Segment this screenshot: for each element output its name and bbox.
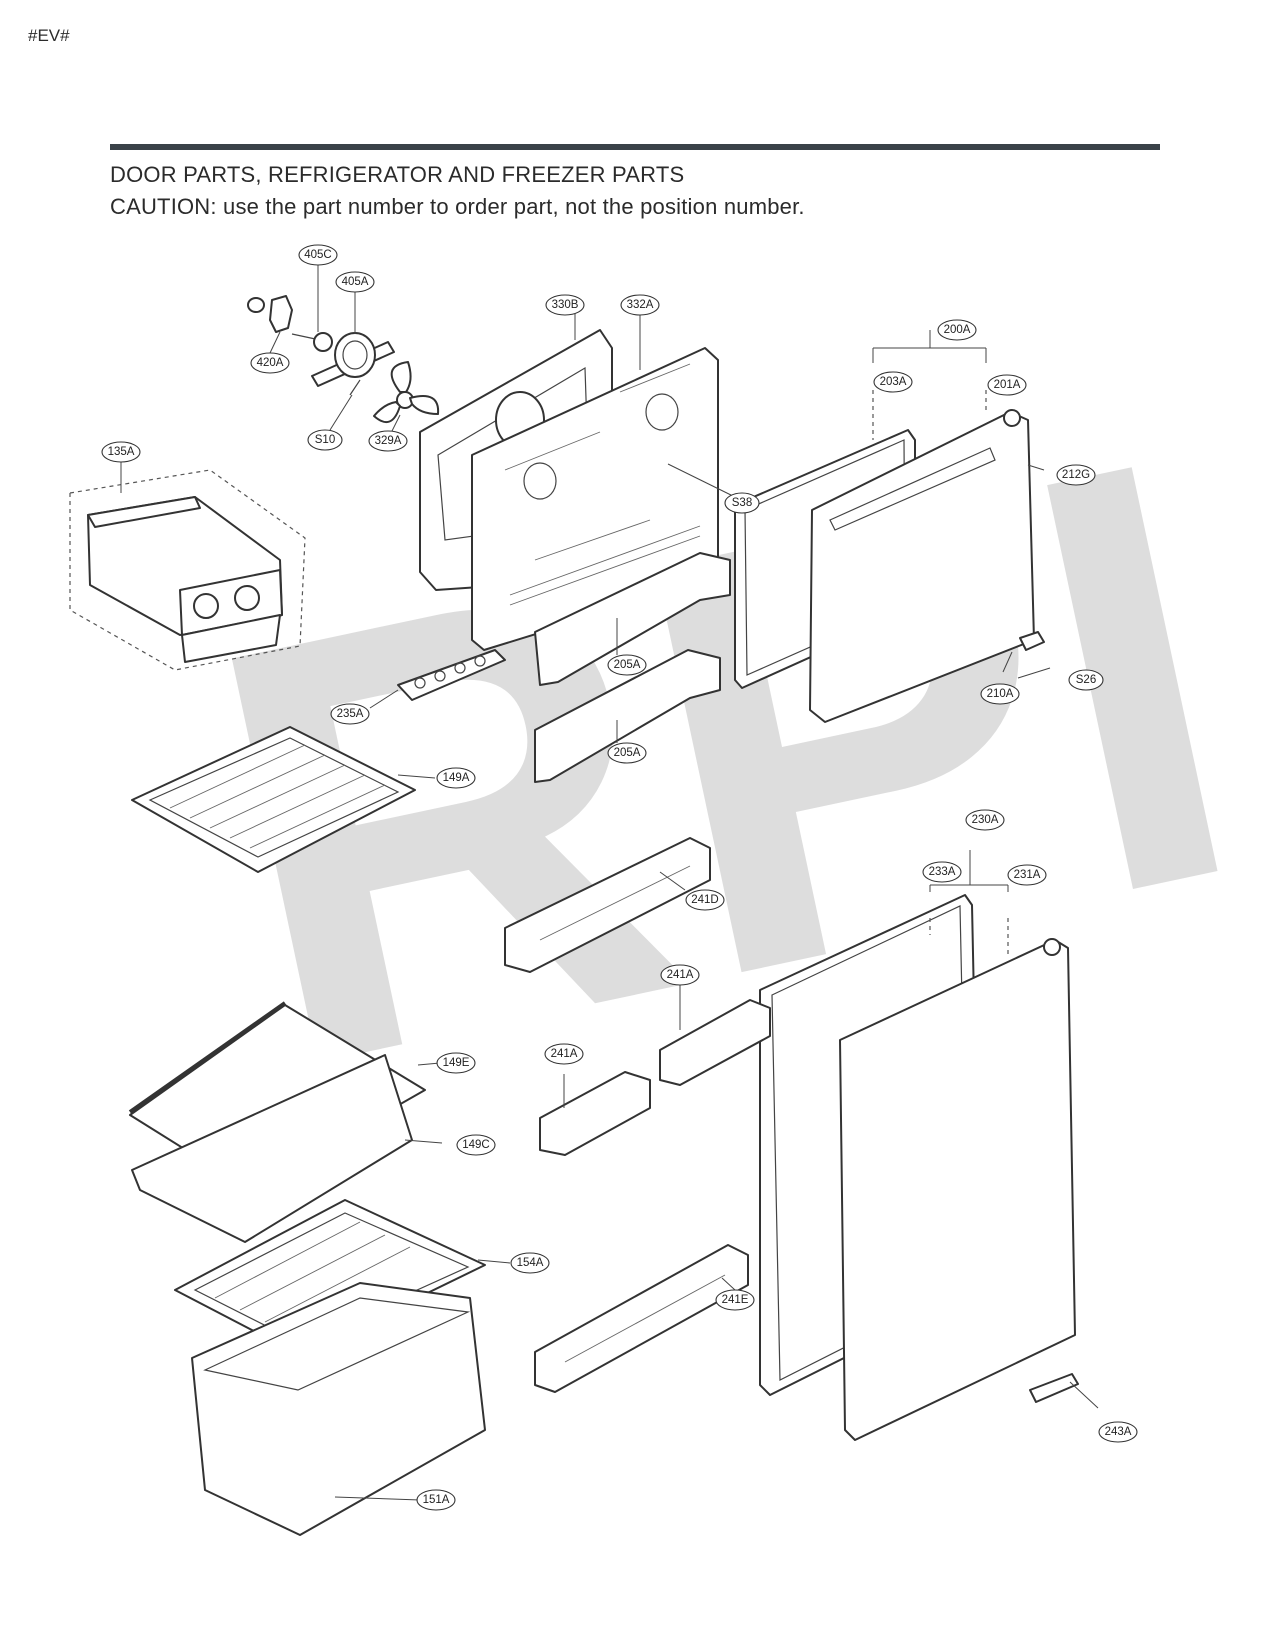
- fan-motor-assembly: [247, 265, 440, 432]
- callout-405A: 405A: [335, 271, 375, 293]
- control-box-135A: [69, 452, 306, 671]
- door-bins-241A: [539, 985, 771, 1156]
- callout-200A: 200A: [937, 319, 977, 341]
- freezer-door-assembly-200A: [734, 330, 1051, 723]
- svg-text:205A: 205A: [614, 659, 641, 671]
- svg-text:200A: 200A: [944, 324, 971, 336]
- svg-text:405A: 405A: [342, 276, 369, 288]
- callout-420A: 420A: [250, 352, 290, 374]
- callout-330B: 330B: [545, 294, 585, 316]
- door-shelf-241E: [534, 1244, 749, 1393]
- callout-154A: 154A: [510, 1252, 550, 1274]
- callout-230A: 230A: [965, 809, 1005, 831]
- door-shelf-241D: [504, 837, 711, 973]
- callout-S26: S26: [1068, 669, 1104, 691]
- svg-text:233A: 233A: [929, 866, 956, 878]
- callout-233A: 233A: [922, 861, 962, 883]
- callout-210A: 210A: [980, 683, 1020, 705]
- svg-text:243A: 243A: [1105, 1426, 1132, 1438]
- svg-text:210A: 210A: [987, 688, 1014, 700]
- svg-text:420A: 420A: [257, 357, 284, 369]
- svg-text:332A: 332A: [627, 299, 654, 311]
- svg-text:151A: 151A: [423, 1494, 450, 1506]
- svg-text:203A: 203A: [880, 376, 907, 388]
- document-code: #EV#: [28, 26, 70, 45]
- page-title: DOOR PARTS, REFRIGERATOR AND FREEZER PAR…: [110, 162, 685, 187]
- svg-text:149E: 149E: [443, 1057, 470, 1069]
- svg-text:241A: 241A: [551, 1048, 578, 1060]
- caution-note: CAUTION: use the part number to order pa…: [110, 194, 805, 219]
- callout-149E: 149E: [436, 1052, 476, 1074]
- callout-151A: 151A: [416, 1489, 456, 1511]
- callout-149C: 149C: [456, 1134, 496, 1156]
- svg-text:241D: 241D: [691, 894, 719, 906]
- callout-332A: 332A: [620, 294, 660, 316]
- svg-text:201A: 201A: [994, 379, 1021, 391]
- shelf-frame-149C: [131, 1054, 443, 1243]
- svg-text:S26: S26: [1076, 674, 1096, 686]
- svg-text:149A: 149A: [443, 772, 470, 784]
- callout-329A: 329A: [368, 430, 408, 452]
- callout-243A: 243A: [1098, 1421, 1138, 1443]
- svg-text:205A: 205A: [614, 747, 641, 759]
- callout-149A: 149A: [436, 767, 476, 789]
- svg-text:154A: 154A: [517, 1257, 544, 1269]
- callout-241A-left: 241A: [544, 1043, 584, 1065]
- callout-231A: 231A: [1007, 864, 1047, 886]
- callout-135A: 135A: [101, 441, 141, 463]
- callout-203A: 203A: [873, 371, 913, 393]
- freezer-shelf-149A: [131, 726, 436, 873]
- callout-labels: 405C 405A 420A S10 329A 330B 332A S38 20…: [101, 244, 1138, 1511]
- svg-text:329A: 329A: [375, 435, 402, 447]
- svg-text:S38: S38: [732, 497, 752, 509]
- refrigerator-door-assembly-230A: [759, 850, 1099, 1441]
- svg-text:230A: 230A: [972, 814, 999, 826]
- callout-241A-right: 241A: [660, 964, 700, 986]
- svg-text:S10: S10: [315, 434, 335, 446]
- svg-text:212G: 212G: [1062, 469, 1090, 481]
- header-rule: [110, 144, 1160, 150]
- door-baskets-205A: [534, 552, 731, 783]
- svg-text:235A: 235A: [337, 708, 364, 720]
- crisper-drawer-151A: [191, 1282, 486, 1536]
- callout-235A: 235A: [330, 703, 370, 725]
- callout-S38: S38: [724, 492, 760, 514]
- callout-241E: 241E: [715, 1289, 755, 1311]
- svg-text:241A: 241A: [667, 969, 694, 981]
- callout-201A: 201A: [987, 374, 1027, 396]
- svg-text:135A: 135A: [108, 446, 135, 458]
- callout-S10: S10: [307, 429, 343, 451]
- callout-205A-lower: 205A: [607, 742, 647, 764]
- svg-text:405C: 405C: [304, 249, 332, 261]
- egg-tray-235A: [369, 649, 506, 709]
- callout-405C: 405C: [298, 244, 338, 266]
- callout-212G: 212G: [1056, 464, 1096, 486]
- svg-text:241E: 241E: [722, 1294, 749, 1306]
- callout-205A-upper: 205A: [607, 654, 647, 676]
- svg-text:231A: 231A: [1014, 869, 1041, 881]
- callout-241D: 241D: [685, 889, 725, 911]
- svg-text:330B: 330B: [552, 299, 579, 311]
- svg-text:149C: 149C: [462, 1139, 490, 1151]
